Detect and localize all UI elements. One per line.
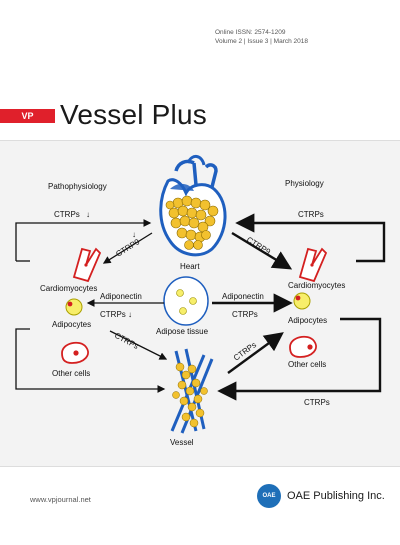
masthead: VP Vessel Plus	[0, 100, 400, 130]
left-adipocytes-label: Adipocytes	[52, 320, 91, 329]
issn-text: Online ISSN: 2574-1209	[215, 29, 286, 36]
vessel-illustration	[170, 348, 214, 434]
arrow-ctrps-bottom-right	[217, 317, 382, 401]
arrow-ctrps-top-left	[15, 219, 152, 261]
right-cardiomyocyte-icon	[298, 247, 328, 283]
cover-figure: Pathophysiology Physiology Heart	[0, 140, 400, 467]
label-adiponectin-left: Adiponectin	[100, 292, 142, 301]
label-ctrp9-left: CTRP9	[114, 237, 141, 259]
right-cardiomyocytes-label: Cardiomyocytes	[288, 281, 345, 290]
down-arrow-top-left: ↓	[86, 210, 90, 219]
heading-physiology: Physiology	[285, 179, 324, 188]
publisher-block: OAE OAE Publishing Inc.	[257, 484, 385, 508]
adipose-illustration	[163, 276, 209, 326]
figure-diagram: Pathophysiology Physiology Heart	[15, 155, 386, 447]
label-ctrps-mid-left: CTRPs	[100, 310, 126, 319]
arrow-ctrps-diag-right	[227, 332, 284, 374]
down-arrow-ctrp9: ↓	[132, 230, 136, 239]
label-ctrps-top-right: CTRPs	[298, 210, 324, 219]
arrow-ctrps-diag-left	[109, 330, 168, 360]
arrow-ctrp9-left	[102, 232, 153, 264]
right-adipocytes-label: Adipocytes	[288, 316, 327, 325]
label-ctrps-diag-left: CTRPs	[113, 331, 140, 351]
oae-logo-icon: OAE	[257, 484, 281, 508]
label-adipose-tissue: Adipose tissue	[156, 327, 209, 336]
left-adipocyte-icon	[65, 298, 83, 316]
journal-badge: VP	[0, 109, 55, 123]
heart-illustration	[159, 155, 227, 257]
left-other-cells-label: Other cells	[52, 369, 90, 378]
right-other-cell-icon	[289, 335, 317, 358]
journal-title: Vessel Plus	[60, 99, 207, 130]
label-heart: Heart	[180, 262, 200, 271]
label-ctrps-mid-right: CTRPs	[232, 310, 258, 319]
label-vessel: Vessel	[170, 438, 194, 447]
heading-pathophysiology: Pathophysiology	[48, 182, 107, 191]
left-cardiomyocytes-label: Cardiomyocytes	[40, 284, 97, 293]
right-adipocyte-icon	[293, 292, 311, 310]
down-arrow-mid-left: ↓	[128, 310, 132, 319]
publisher-name: OAE Publishing Inc.	[287, 490, 385, 502]
arrow-ctrp9-right	[231, 231, 293, 270]
volume-text: Volume 2 | Issue 3 | March 2018	[215, 38, 308, 45]
left-cardiomyocyte-icon	[72, 247, 102, 283]
label-adiponectin-right: Adiponectin	[222, 292, 264, 301]
left-other-cell-icon	[61, 341, 89, 364]
arrow-left-bottom-loop	[15, 328, 166, 393]
right-other-cells-label: Other cells	[288, 360, 326, 369]
label-ctrp9-right: CTRP9	[245, 235, 272, 257]
issn-block: Online ISSN: 2574-1209 Volume 2 | Issue …	[215, 28, 375, 46]
arrow-ctrps-top-right	[235, 213, 386, 263]
label-ctrps-bottom-right: CTRPs	[304, 398, 330, 407]
label-ctrps-top-left: CTRPs	[54, 210, 80, 219]
journal-website[interactable]: www.vpjournal.net	[30, 495, 91, 504]
